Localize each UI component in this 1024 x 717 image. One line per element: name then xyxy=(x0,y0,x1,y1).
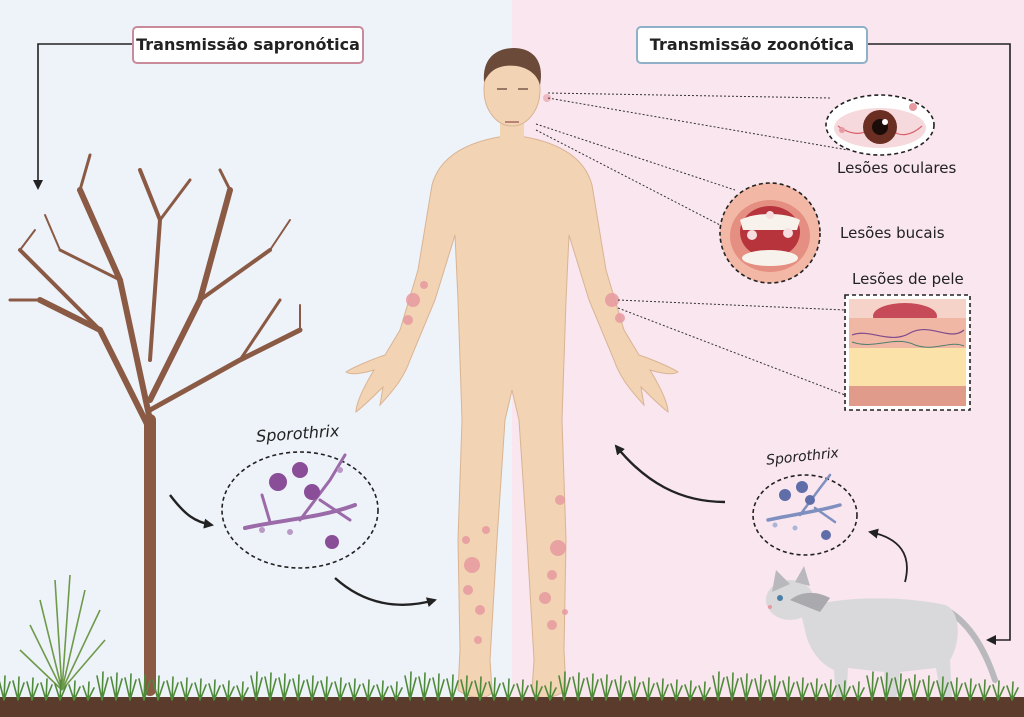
zoonotic-flow-arrow xyxy=(868,43,1011,645)
zoonotic-transmission-label: Transmissão zoonótica xyxy=(636,26,868,64)
skin-lesions xyxy=(403,281,625,644)
tree-illustration xyxy=(8,153,303,696)
left-background xyxy=(0,0,512,717)
mouth-illustration xyxy=(719,182,821,284)
sapronotic-transmission-label: Transmissão sapronótica xyxy=(132,26,364,64)
fungus-to-human-zoonotic-arrow xyxy=(614,444,726,504)
ocular-lesions-label: Lesões oculares xyxy=(837,159,957,177)
sapronotic-flow-arrow xyxy=(33,43,132,190)
skin-section-illustration xyxy=(844,294,971,411)
skin-lesions-label: Lesões de pele xyxy=(852,270,964,288)
fungus-right-illustration xyxy=(752,473,858,556)
lesion-leader-lines xyxy=(535,92,849,396)
grass-bush xyxy=(19,574,106,691)
cat-illustration xyxy=(766,566,998,702)
cat-to-fungus-arrow xyxy=(868,528,908,583)
eye-illustration xyxy=(825,94,935,156)
human-figure xyxy=(345,48,679,698)
grass-blades xyxy=(0,671,1019,701)
oral-lesions-label: Lesões bucais xyxy=(840,224,945,242)
fungus-left-illustration xyxy=(221,451,379,569)
grass-row xyxy=(0,671,1019,701)
soil xyxy=(0,697,1024,717)
fungus-to-human-arrow xyxy=(334,577,437,608)
tree-to-fungus-arrow xyxy=(169,494,214,529)
